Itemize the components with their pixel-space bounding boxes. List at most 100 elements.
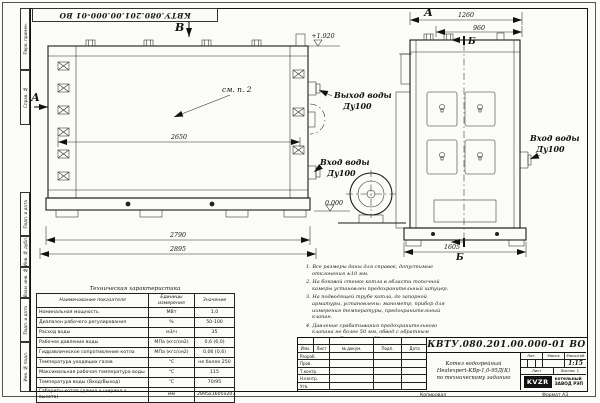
- company-line2: ЗАВОД РЭП: [554, 382, 584, 388]
- inlet-front-dn: Ду100: [535, 144, 565, 154]
- hatch-door: [464, 91, 496, 127]
- scale-label: Масштаб: [565, 353, 586, 360]
- hatch-door: [426, 139, 458, 175]
- spec-cell: не более 250: [194, 357, 235, 369]
- mass-cell: [543, 359, 565, 368]
- see-note-label: см. п. 2: [222, 85, 252, 94]
- margin-box-podp-data-2: Подп. и дата: [20, 298, 30, 342]
- grid-cell: [402, 353, 427, 361]
- outlet-dn: Ду100: [342, 101, 372, 111]
- stamp-title-line1: Котел водогрейный: [445, 361, 502, 368]
- sheets-value: 1: [576, 368, 580, 373]
- lit-cell: [535, 359, 543, 368]
- stamp-title-line3: по техническому заданию: [436, 375, 511, 382]
- section-b-bottom: Б: [455, 253, 464, 263]
- sheet-label: Лист: [521, 367, 554, 375]
- elevation-top: +1.920: [311, 33, 334, 40]
- row-utv: Утв.: [298, 382, 330, 391]
- dim-2650: 2650: [170, 134, 187, 141]
- margin-label: Инв. № подл.: [22, 352, 28, 382]
- dim-1605: 1605: [444, 244, 460, 251]
- pipe-labels: Выход воды Ду100 Вход воды Ду100 Вход во…: [313, 89, 580, 178]
- spec-cell: Температура воды (Вход/Выход): [36, 377, 149, 389]
- flue-duct: [395, 91, 411, 229]
- spec-cell: Рабочее давление воды: [36, 337, 149, 349]
- grid-cell: [402, 368, 427, 376]
- title-block: Изм. Лист № докум. Подп. Дата Разраб. Пр…: [297, 337, 588, 392]
- note-3: 3. На подводящей трубе котла, до запорно…: [306, 294, 445, 321]
- margin-box-inv-podl: Инв. № подл.: [20, 342, 30, 392]
- spec-table: Наименование показателя Единицы измерени…: [36, 292, 235, 403]
- margin-label: Взам. инв. №: [22, 267, 28, 298]
- grid-cell: [402, 383, 427, 391]
- row-tkontr: Т.контр.: [298, 367, 330, 376]
- grid-cell: [402, 338, 427, 346]
- door-swing-arc: [309, 103, 326, 135]
- stamp-doc-number: КВТУ.080.201.00.000-01 ВО: [427, 338, 586, 353]
- spec-cell: Гидравлическое сопротивление котла: [36, 347, 149, 359]
- col-izm: Изм.: [298, 345, 314, 353]
- grid-cell: [330, 352, 374, 361]
- margin-label: Инв. № дубл.: [22, 236, 28, 267]
- margin-label: Справ. №: [22, 86, 28, 109]
- copied-note: Копировал: [420, 393, 447, 398]
- rotated-doc-number: КВТУ.080.201.00.000-01 ВО: [59, 10, 191, 20]
- grid-cell: [330, 360, 374, 368]
- lit-cell: [528, 359, 536, 368]
- col-list: Лист: [314, 345, 330, 353]
- lit-label: Лит.: [521, 353, 543, 360]
- margin-label: Подп. и дата: [22, 199, 28, 229]
- spec-cell: МПа (кгс/см2): [148, 347, 195, 359]
- inlet-side-label: Вход воды: [319, 157, 370, 167]
- grid-cell: [298, 338, 314, 346]
- grid-cell: [374, 367, 402, 376]
- dim-1260: 1260: [458, 12, 474, 19]
- margin-label: Подп. и дата: [22, 305, 28, 335]
- outlet-label: Выход воды: [333, 90, 392, 100]
- company-line1: котельный: [554, 377, 582, 383]
- ash-pan: [433, 199, 497, 223]
- front-base: [403, 227, 527, 241]
- spec-header: Единицы измерения: [148, 292, 195, 309]
- spec-cell: 0,06 (0,6): [194, 347, 235, 359]
- hatch-door: [426, 91, 458, 127]
- spec-cell: °С: [148, 357, 195, 369]
- margin-box-podp-data-1: Подп. и дата: [20, 192, 30, 236]
- revision-grid: Изм. Лист № докум. Подп. Дата Разраб. Пр…: [298, 338, 427, 391]
- row-nkontr: Н.контр.: [298, 375, 330, 383]
- section-b-top: Б: [467, 37, 476, 47]
- mass-label: Масса: [543, 353, 565, 360]
- spec-cell: 50-100: [194, 317, 235, 329]
- grid-cell: [374, 360, 402, 368]
- spec-cell: °С: [148, 377, 195, 389]
- view-b-letter: В: [174, 21, 184, 34]
- stamp-title: Котел водогрейный Heatexpert-КВр-1,0-95Д…: [427, 353, 521, 391]
- sheet-outer-border: [2, 2, 596, 397]
- grid-cell: [374, 382, 402, 391]
- dim-2790: 2790: [169, 232, 186, 239]
- spec-cell: м3/ч: [148, 327, 195, 339]
- spec-cell: Номинальная мощность: [36, 307, 149, 319]
- grid-cell: [314, 338, 330, 346]
- base-frame: [45, 197, 311, 211]
- row-prov: Пров.: [298, 360, 330, 368]
- grid-cell: [330, 338, 374, 346]
- spec-row: Диапазон рабочего регулирования%50-100: [36, 317, 235, 329]
- grid-cell: [402, 375, 427, 383]
- spec-header-row: Наименование показателя Единицы измерени…: [36, 292, 235, 309]
- spec-cell: МВт: [148, 307, 195, 319]
- drawing-notes: 1. Все размеры даны для справок, допусти…: [306, 264, 454, 344]
- inlet-front-nozzle: [519, 151, 529, 169]
- spec-cell: 70/95: [194, 377, 235, 389]
- spec-cell: 115: [194, 367, 235, 379]
- grid-cell: [330, 375, 374, 383]
- company-logo: KVZR: [523, 376, 552, 389]
